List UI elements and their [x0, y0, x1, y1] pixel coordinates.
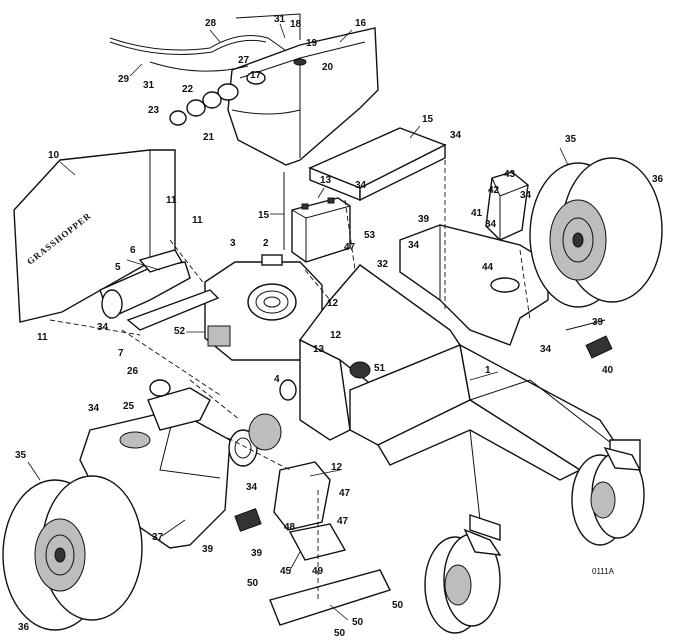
callout-20: 17: [250, 70, 262, 81]
reference-code: 0111A: [592, 567, 615, 576]
callout-34-b: 34: [355, 180, 367, 191]
foot-pad-left: [234, 508, 262, 532]
callout-32: 32: [377, 259, 389, 270]
caster-bracket: [269, 461, 391, 626]
right-rear-tire: [529, 157, 663, 308]
callout-34-e: 34: [408, 240, 420, 251]
callout-34-g: 34: [540, 344, 552, 355]
callout-49: 50: [352, 617, 364, 628]
callout-48: 49: [312, 566, 324, 577]
callout-53: 53: [364, 230, 376, 241]
filter-bracket: [485, 171, 529, 241]
front-caster-wheel-left: [424, 528, 502, 634]
callout-38: 39: [418, 214, 430, 225]
callout-11-a: 11: [166, 195, 177, 206]
callout-35-right: 35: [565, 134, 577, 145]
callout-50-b: 50: [392, 600, 404, 611]
pulley: [228, 413, 282, 467]
fuel-tank: [227, 27, 379, 166]
callout-47-b: 47: [339, 488, 351, 499]
left-rear-tire: [2, 475, 143, 631]
callout-22: 19: [306, 38, 318, 49]
callout-31-b: 31: [143, 80, 155, 91]
callout-21: 18: [290, 19, 302, 30]
main-frame: [279, 264, 641, 541]
callout-12-b: 12: [331, 462, 343, 473]
callout-18: 15: [422, 114, 434, 125]
callout-17: 15: [258, 210, 270, 221]
callout-27: 26: [127, 366, 139, 377]
callout-25-b: 23: [148, 105, 160, 116]
callout-45: 45: [280, 566, 292, 577]
callout-42: 42: [488, 185, 500, 196]
callout-46: 47: [337, 516, 349, 527]
callout-36-left: 36: [18, 622, 30, 633]
callout-23: 20: [322, 62, 334, 73]
callout-26: 25: [123, 401, 135, 412]
callout-24: 21: [203, 132, 215, 143]
callout-labels: 28 31 18 16 19 27 20 29 17 22 31 23 21 1…: [15, 14, 664, 639]
side-shield: GRASSHOPPER: [13, 149, 176, 323]
assembly-lines: [49, 160, 531, 600]
callout-40-left: 39: [251, 548, 263, 559]
foot-pad-right: [585, 335, 613, 359]
filler-neck: [169, 83, 239, 126]
callout-34-a: 34: [450, 130, 462, 141]
callout-6: 6: [130, 245, 136, 256]
callout-10: 10: [48, 150, 60, 161]
callout-47-a: 47: [344, 242, 356, 253]
callout-11-c: 11: [37, 332, 48, 343]
callout-4: 4: [274, 374, 280, 385]
callout-3: 3: [230, 238, 236, 249]
tank-tray: [308, 127, 447, 202]
callout-34-h: 34: [88, 403, 100, 414]
callout-51: 51: [374, 363, 386, 374]
callout-44: 44: [482, 262, 494, 273]
callout-30: 29: [118, 74, 130, 85]
callout-12-a: 12: [330, 330, 342, 341]
seat-rod: [565, 319, 606, 331]
callout-11-b: 11: [192, 215, 203, 226]
callout-52: 52: [174, 326, 186, 337]
callout-50-c: 50: [334, 628, 346, 639]
engine: [204, 254, 323, 361]
callout-15: 12: [327, 298, 339, 309]
battery: [291, 197, 351, 263]
hydraulic-tank: [147, 379, 211, 431]
callout-35-left: 35: [15, 450, 27, 461]
callout-39-right: 39: [592, 317, 604, 328]
callout-39-left: 39: [202, 544, 214, 555]
callout-36-right: 36: [652, 174, 664, 185]
control-panel: [399, 224, 549, 346]
callout-34-d: 34: [485, 219, 497, 230]
callout-28: 27: [238, 55, 250, 66]
callout-2: 2: [263, 238, 269, 249]
callout-31: 31: [274, 14, 286, 25]
callout-1: 1: [485, 365, 491, 376]
callout-19: 16: [355, 18, 367, 29]
callout-34-i: 34: [246, 482, 258, 493]
fuel-line: [109, 13, 301, 72]
callout-5: 5: [115, 262, 121, 273]
callout-43: 43: [504, 169, 516, 180]
callout-16: 13: [320, 175, 332, 186]
callout-37: 37: [152, 532, 164, 543]
callout-40-right: 40: [602, 365, 614, 376]
callout-50-a: 50: [247, 578, 259, 589]
callout-34-c: 34: [520, 190, 532, 201]
pump-assembly: [99, 249, 220, 331]
callout-29: 28: [205, 18, 217, 29]
callout-13: 13: [313, 344, 325, 355]
callout-7: 7: [118, 348, 124, 359]
leader-lines: [27, 23, 569, 621]
front-caster-wheel-right: [571, 446, 645, 546]
callout-41: 41: [471, 208, 483, 219]
callout-25-top: 22: [182, 84, 194, 95]
left-fender: [79, 409, 231, 549]
callout-34-f: 34: [97, 322, 109, 333]
callout-47-c: 48: [284, 522, 296, 533]
